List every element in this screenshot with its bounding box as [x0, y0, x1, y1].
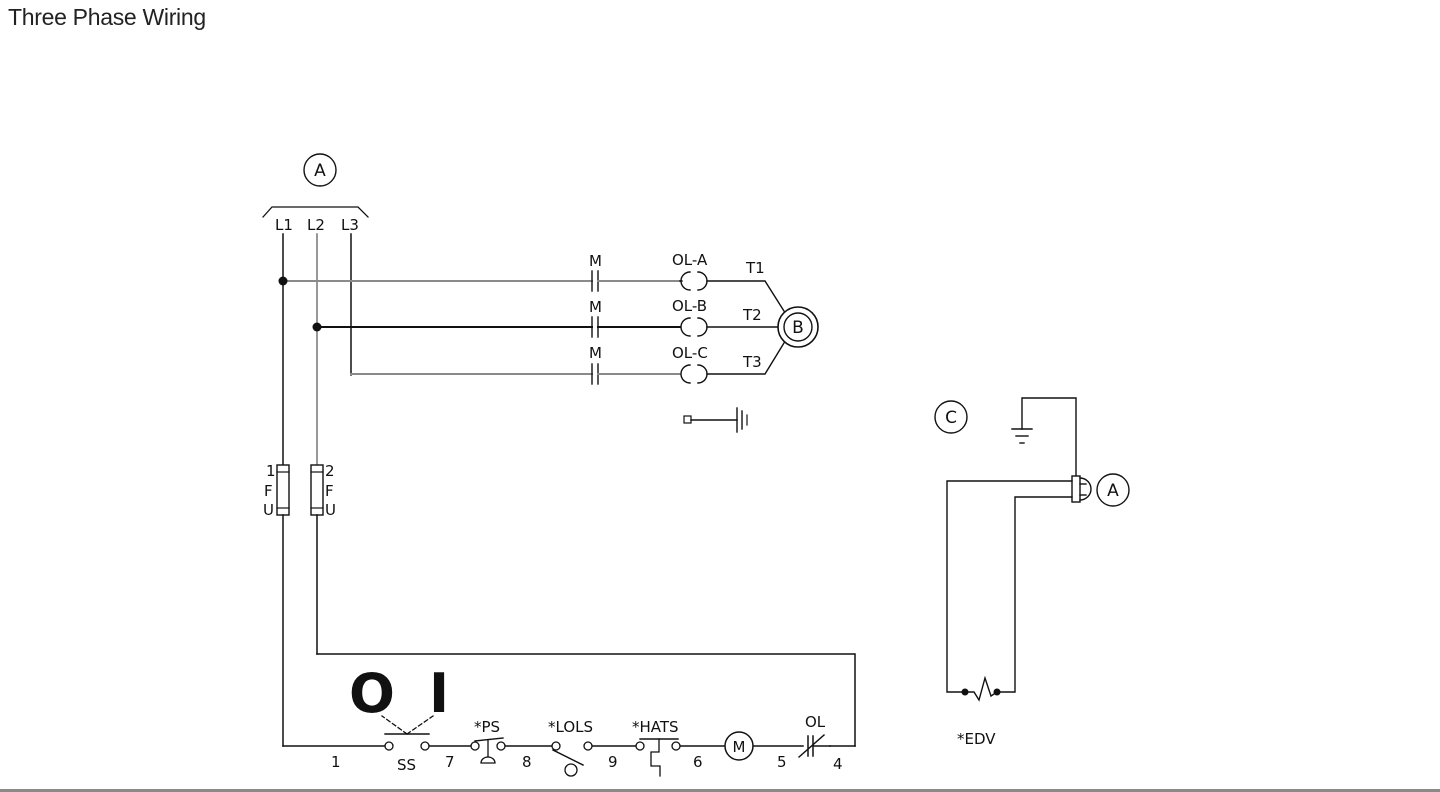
junction-l2: [312, 322, 322, 332]
wire-number-9: 9: [608, 753, 618, 771]
contact-m-1: M: [589, 252, 681, 292]
switch-on-symbol: I: [429, 662, 449, 725]
motor-coil: M: [724, 731, 754, 761]
contact-m-3: M: [589, 344, 681, 385]
plug-callout-circle: [1096, 473, 1130, 507]
supply-bracket: [262, 206, 369, 218]
fuse-number-2: 2: [325, 462, 335, 480]
page-title: Three Phase Wiring: [8, 4, 206, 30]
callout-c-circle: [934, 400, 968, 434]
low-oil-switch: *LOLS: [548, 718, 593, 777]
valve-label: *EDV: [957, 730, 996, 748]
overload-contact: OL: [798, 713, 831, 758]
pressure-switch-label: *PS: [474, 718, 500, 736]
overloads: OL-A OL-B OL-C T1 T2 T3: [672, 251, 785, 384]
motor-b: B: [777, 306, 819, 348]
terminal-label-t1: T1: [745, 259, 765, 277]
switch-label: SS: [397, 756, 416, 774]
terminal-label-t2: T2: [742, 306, 762, 324]
pressure-switch: *PS: [470, 718, 506, 764]
fuse-1: 1 F U: [263, 462, 290, 519]
selector-switch: O I SS: [349, 662, 449, 774]
motor-inner-circle: [783, 312, 813, 342]
wire-number-1: 1: [331, 753, 341, 771]
wire-number-7: 7: [445, 753, 455, 771]
line-label-l3: L3: [341, 216, 359, 234]
contact-label-m-1: M: [589, 252, 602, 270]
switch-off-symbol: O: [349, 662, 395, 725]
power-supply: A L1 L2 L3: [262, 153, 369, 234]
contactor-m: M M M: [589, 252, 681, 385]
contact-label-m-2: M: [589, 298, 602, 316]
three-phase-lines: [278, 233, 593, 466]
high-temp-switch: *HATS: [632, 718, 681, 777]
junction-l1: [278, 276, 288, 286]
overload-b: OL-B: [672, 297, 708, 337]
overload-label-a: OL-A: [672, 251, 708, 269]
bottom-rule: [0, 789, 1440, 792]
wire-t3: [706, 342, 785, 375]
overload-c: OL-C: [672, 344, 708, 384]
drain-valve-circuit: C A *EDV: [934, 397, 1130, 748]
callout-a-circle: [303, 153, 337, 187]
motor-callout-label: B: [792, 318, 804, 338]
fuse-number-1: 1: [266, 462, 276, 480]
contact-label-m-3: M: [589, 344, 602, 362]
fuse-letter-2-f: F: [325, 482, 334, 500]
high-temp-switch-label: *HATS: [632, 718, 679, 736]
callout-a-label: A: [314, 161, 326, 181]
callout-c-label: C: [945, 408, 957, 428]
control-wires: [282, 514, 856, 747]
plug-callout-label: A: [1107, 481, 1119, 501]
valve-wire-inner: [996, 496, 1073, 693]
wire-number-5: 5: [777, 753, 787, 771]
fuses: 1 F U 2 F U: [263, 462, 336, 519]
fuse-letter-1-f: F: [264, 482, 273, 500]
overload-contact-label: OL: [805, 713, 826, 731]
terminal-label-t3: T3: [742, 353, 762, 371]
valve-wire-outer: [946, 480, 1073, 693]
wire-number-6: 6: [693, 753, 703, 771]
low-oil-switch-label: *LOLS: [548, 718, 593, 736]
motor-coil-label: M: [733, 738, 746, 756]
wire-number-8: 8: [522, 753, 532, 771]
overload-label-c: OL-C: [672, 344, 708, 362]
wire-numbers: 1 7 8 9 6 5 4: [331, 753, 843, 773]
fuse-2: 2 F U: [310, 462, 336, 519]
fuse-letter-1-u: U: [263, 501, 274, 519]
line-label-l1: L1: [275, 216, 293, 234]
line-label-l2: L2: [307, 216, 325, 234]
overload-a: OL-A: [672, 251, 708, 291]
ground-symbol-motor: [683, 407, 748, 433]
fuse-letter-2-u: U: [325, 501, 336, 519]
contact-m-2: M: [589, 298, 681, 338]
wire-number-4: 4: [833, 755, 843, 773]
wire-return: [316, 653, 856, 747]
wire-t1: [706, 280, 785, 312]
overload-label-b: OL-B: [672, 297, 707, 315]
